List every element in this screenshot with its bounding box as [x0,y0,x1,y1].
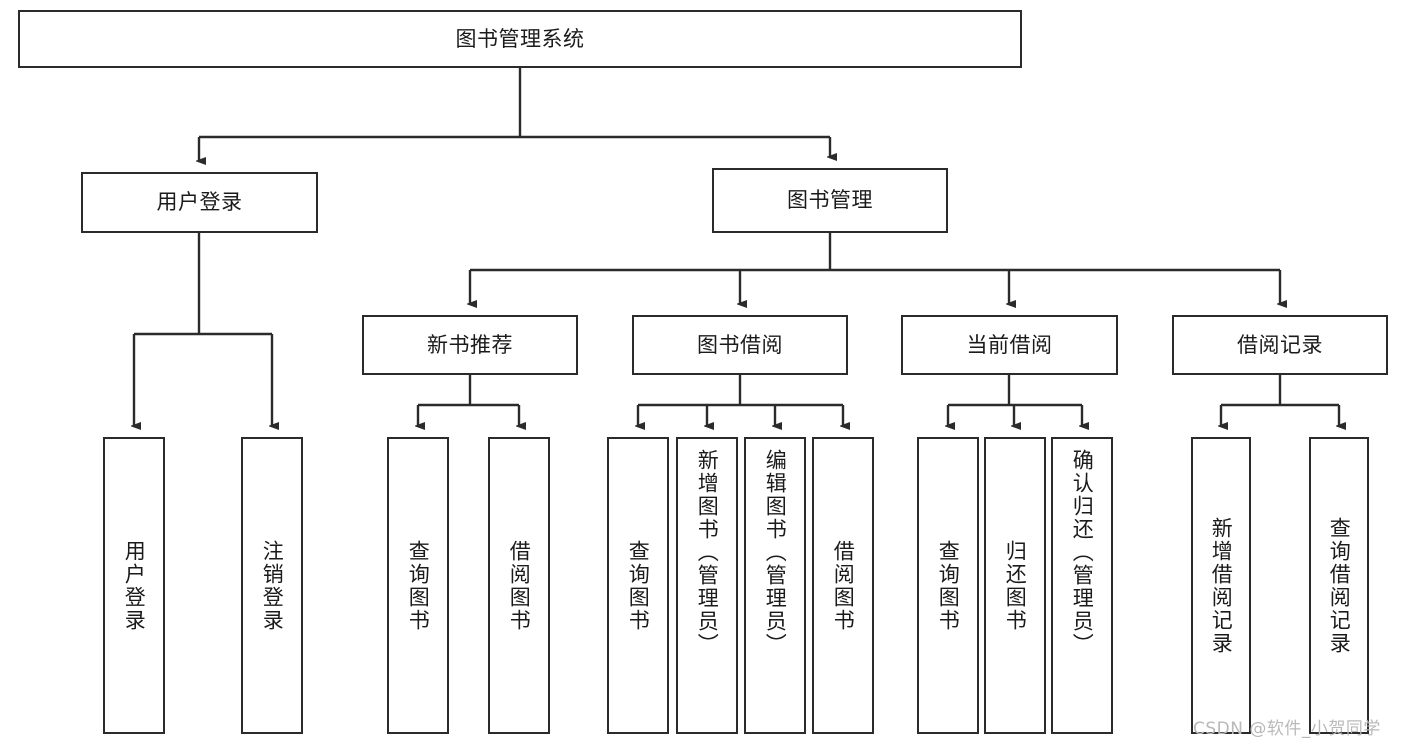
node-root[interactable]: 图书管理系统 [18,10,1022,68]
leaf-user-login-login[interactable]: 用户登录 [103,437,165,734]
leaf-book-borrow-edit[interactable]: 编辑图书（管理员） [744,437,806,734]
node-book-management-label: 图书管理 [787,188,873,213]
leaf-current-borrow-return[interactable]: 归还图书 [984,437,1046,734]
node-new-book-recommend[interactable]: 新书推荐 [362,315,578,375]
leaf-book-borrow-borrow[interactable]: 借阅图书 [812,437,874,734]
leaf-label: 新增图书（管理员） [695,449,720,656]
leaf-label: 新增借阅记录 [1209,516,1234,655]
leaf-label: 归还图书 [1003,539,1028,632]
leaf-book-borrow-query[interactable]: 查询图书 [607,437,669,734]
node-user-login[interactable]: 用户登录 [81,172,318,233]
node-book-borrow[interactable]: 图书借阅 [632,315,848,375]
node-current-borrow[interactable]: 当前借阅 [901,315,1118,375]
node-current-borrow-label: 当前借阅 [966,332,1053,357]
leaf-label: 借阅图书 [507,539,532,632]
leaf-label: 查询图书 [626,539,651,632]
leaf-label: 借阅图书 [831,539,856,632]
node-book-borrow-label: 图书借阅 [697,332,783,357]
leaf-label: 查询图书 [406,539,431,632]
node-user-login-label: 用户登录 [156,190,243,215]
leaf-book-borrow-add[interactable]: 新增图书（管理员） [676,437,738,734]
leaf-current-borrow-query[interactable]: 查询图书 [917,437,979,734]
leaf-new-book-borrow[interactable]: 借阅图书 [488,437,550,734]
leaf-label: 查询借阅记录 [1327,516,1352,655]
leaf-new-book-query[interactable]: 查询图书 [387,437,449,734]
leaf-user-login-logout[interactable]: 注销登录 [241,437,303,734]
leaf-label: 注销登录 [260,539,285,632]
watermark: CSDN @软件_小贺同学 [1193,719,1381,739]
node-book-management[interactable]: 图书管理 [712,168,948,233]
leaf-borrow-record-add[interactable]: 新增借阅记录 [1191,437,1251,734]
node-new-book-recommend-label: 新书推荐 [427,332,513,357]
node-root-label: 图书管理系统 [455,26,585,51]
leaf-borrow-record-query[interactable]: 查询借阅记录 [1309,437,1369,734]
leaf-label: 编辑图书（管理员） [763,449,788,656]
leaf-current-borrow-confirm[interactable]: 确认归还（管理员） [1051,437,1113,734]
node-borrow-record[interactable]: 借阅记录 [1172,315,1388,375]
leaf-label: 查询图书 [936,539,961,632]
leaf-label: 确认归还（管理员） [1070,449,1095,656]
leaf-label: 用户登录 [122,539,147,632]
node-borrow-record-label: 借阅记录 [1237,332,1323,357]
